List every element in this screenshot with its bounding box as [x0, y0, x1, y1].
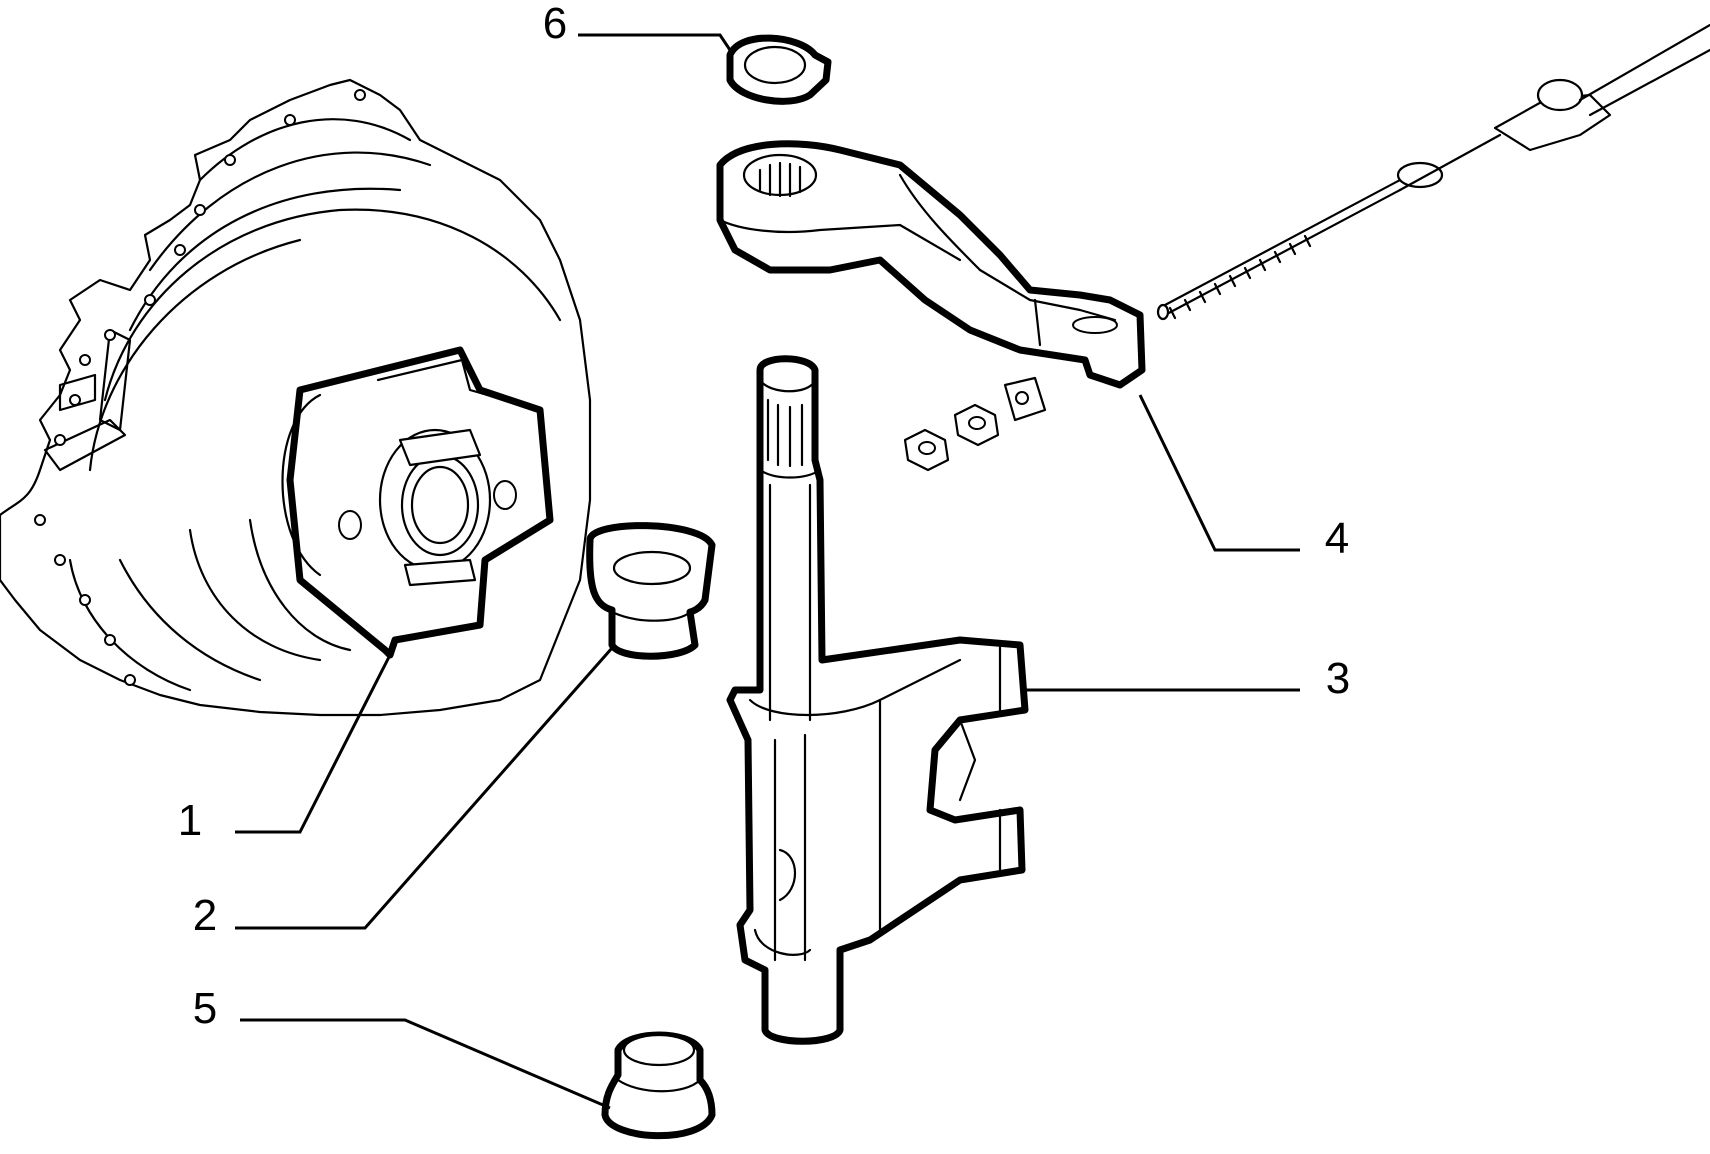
part-1-release-bearing	[281, 346, 554, 659]
leader-line-6	[578, 33, 732, 51]
leader-line-2	[235, 647, 614, 930]
callout-5: 5	[193, 984, 217, 1033]
part-3-release-fork	[726, 355, 1029, 1045]
part-4-release-lever	[716, 140, 1146, 389]
part-2-upper-bushing	[586, 522, 716, 660]
callout-1: 1	[178, 796, 202, 845]
callout-2: 2	[193, 891, 217, 940]
callout-6: 6	[543, 0, 567, 48]
leader-lines	[235, 33, 1300, 1110]
fastener-nuts	[903, 376, 1047, 472]
callout-4: 4	[1325, 514, 1349, 563]
leader-line-4	[1138, 394, 1300, 552]
callout-3: 3	[1326, 654, 1350, 703]
part-5-lower-bushing	[601, 1031, 716, 1140]
clutch-cable	[1156, 23, 1710, 321]
leader-line-1	[235, 654, 392, 834]
callout-labels: 1 2 3 4 5 6	[178, 0, 1350, 1033]
leader-line-5	[240, 1018, 611, 1110]
part-6-circlip	[726, 34, 832, 105]
